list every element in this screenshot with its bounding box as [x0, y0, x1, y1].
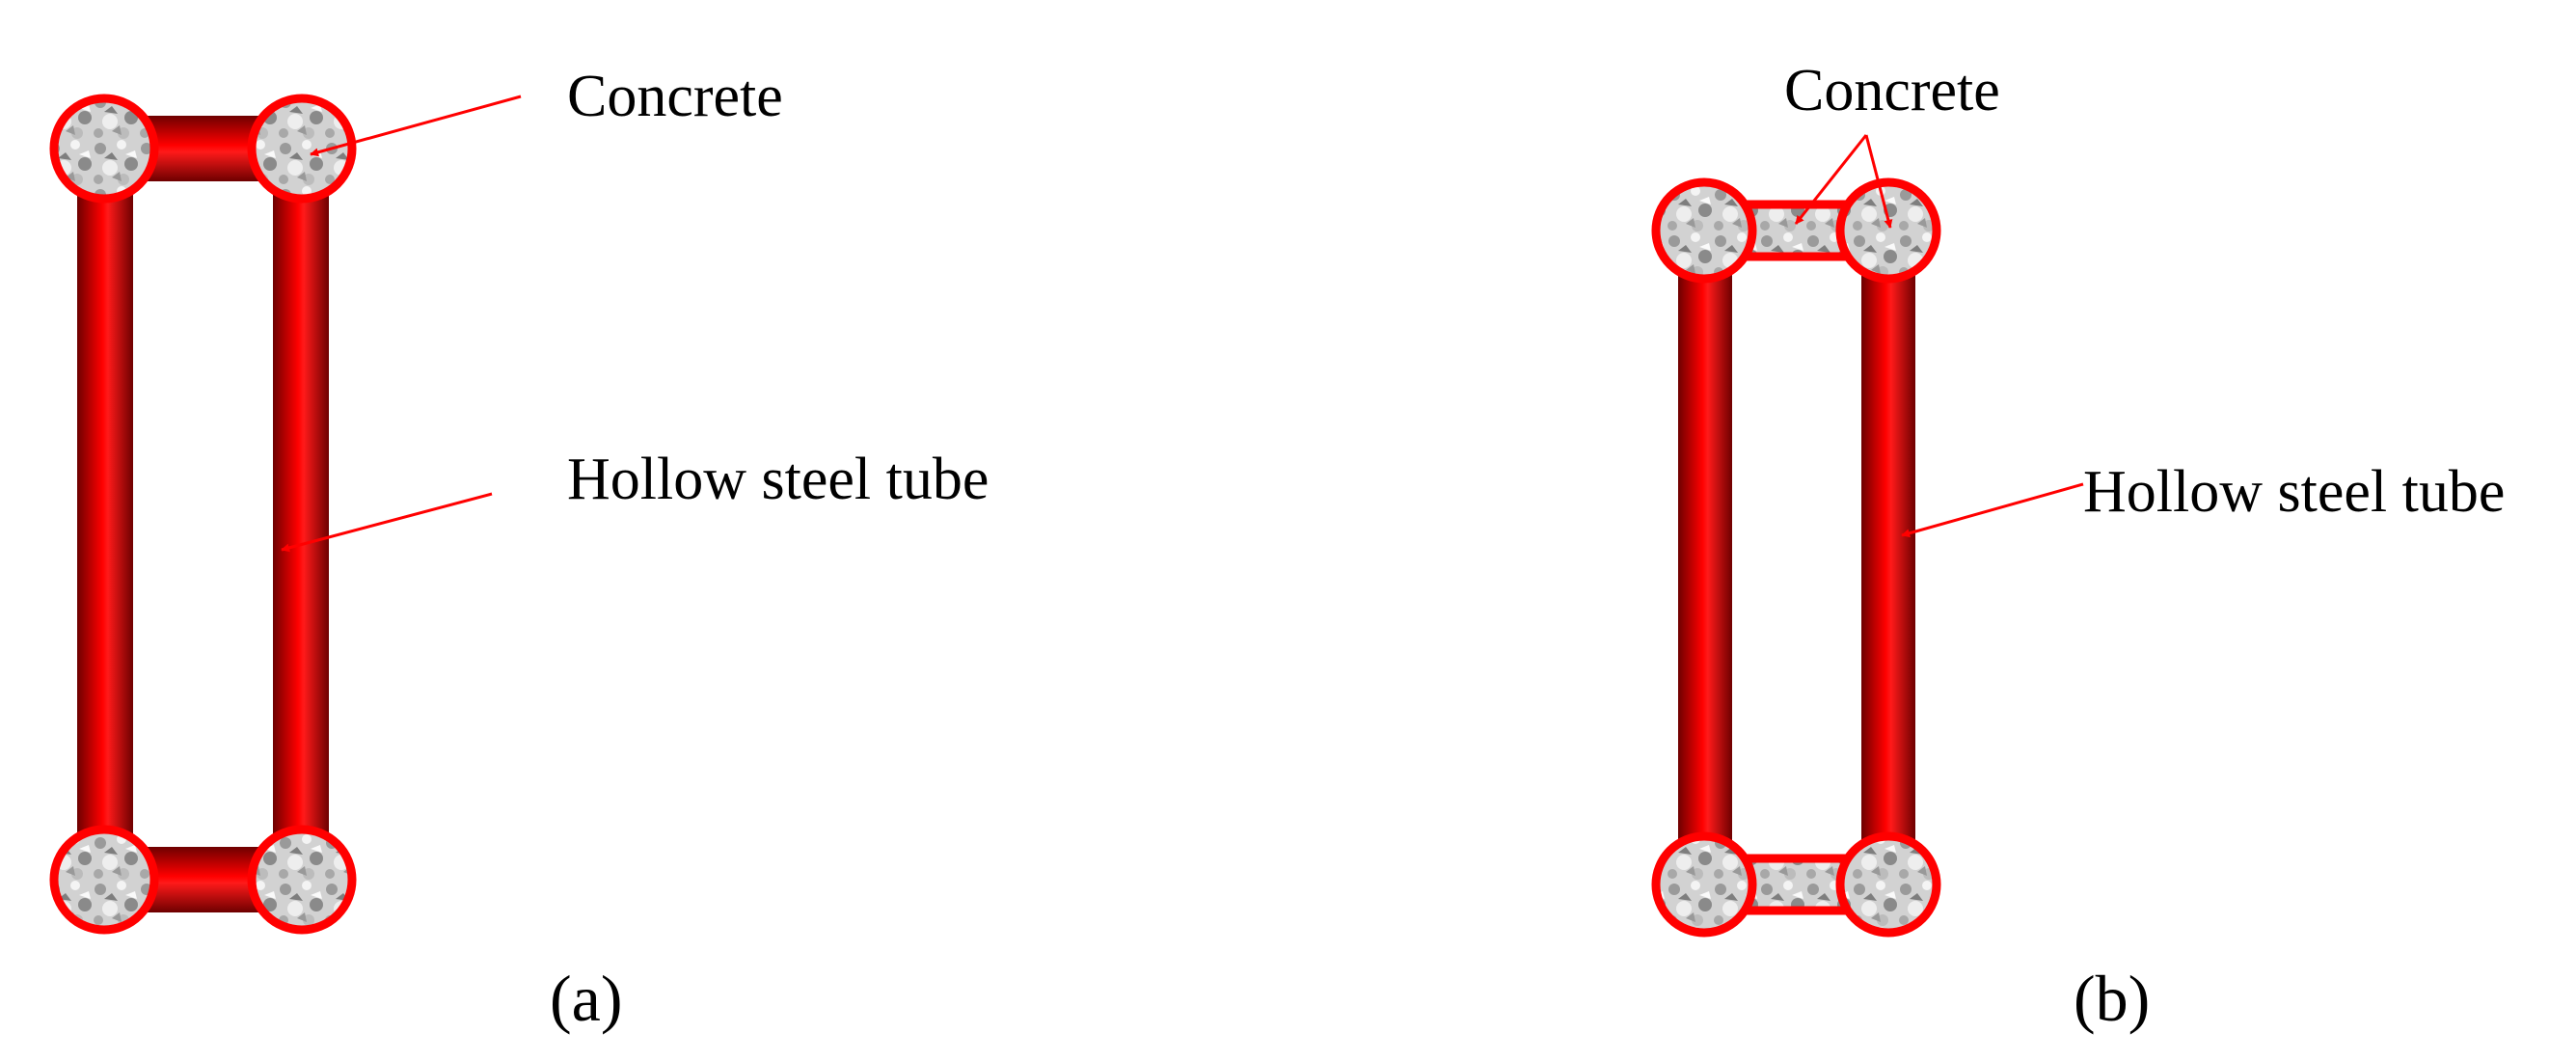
- panel-b-right-tube: [1861, 260, 1915, 878]
- panel-b-caption: (b): [2074, 962, 2150, 1035]
- panel-b-concrete-arrow-right: [1864, 134, 1893, 229]
- panel-b-top-concrete-link: [1741, 200, 1857, 261]
- panel-a-concrete-arrow: [310, 95, 522, 157]
- panel-a-tube-arrow: [281, 492, 493, 553]
- panel-a-caption: (a): [550, 962, 622, 1035]
- panel-b-tube-label: Hollow steel tube: [2083, 459, 2505, 525]
- panel-b-concrete-top-right: [1835, 177, 1941, 284]
- panel-a-concrete-top-right: [247, 94, 357, 204]
- panel-b-concrete-bottom-right: [1835, 831, 1941, 938]
- panel-a: Concrete Hollow steel tube (a): [49, 64, 989, 1035]
- panel-b-concrete-arrow-left: [1794, 134, 1868, 225]
- panel-a-concrete-label: Concrete: [567, 64, 783, 129]
- panel-b: Concrete Hollow steel tube (b): [1651, 58, 2505, 1035]
- panel-a-concrete-bottom-left: [49, 825, 159, 935]
- panel-a-concrete-top-left: [49, 94, 159, 204]
- panel-a-concrete-bottom-right: [247, 825, 357, 935]
- panel-b-tube-arrow: [1901, 482, 2084, 538]
- panel-a-tube-label: Hollow steel tube: [567, 447, 989, 512]
- panel-b-concrete-bottom-left: [1651, 831, 1757, 938]
- panel-a-left-tube: [77, 150, 133, 892]
- panel-b-concrete-top-left: [1651, 177, 1757, 284]
- panel-a-right-tube: [273, 150, 329, 892]
- panel-b-concrete-label: Concrete: [1784, 58, 2000, 123]
- panel-b-left-tube: [1678, 260, 1732, 878]
